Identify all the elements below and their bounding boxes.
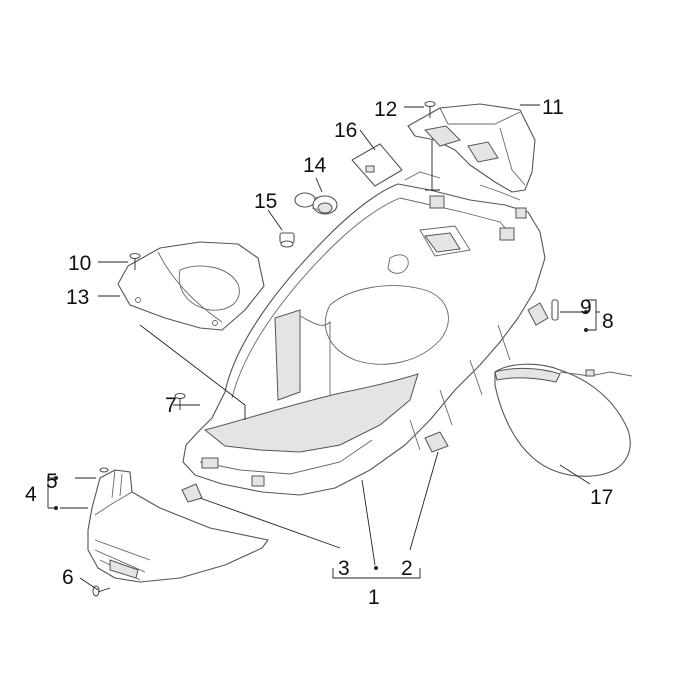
callout-1: 1 bbox=[368, 586, 380, 609]
callout-4: 4 bbox=[25, 483, 37, 506]
latch-clip bbox=[527, 299, 559, 326]
callout-9: 9 bbox=[580, 296, 592, 319]
callout-16: 16 bbox=[334, 119, 357, 142]
callout-6: 6 bbox=[62, 566, 74, 589]
seat-cover bbox=[117, 241, 265, 331]
clip-nut-2 bbox=[424, 431, 449, 453]
leader-lines bbox=[47, 104, 600, 591]
callout-2: 2 bbox=[401, 557, 413, 580]
clip-nut-3 bbox=[181, 483, 203, 503]
screw-12 bbox=[424, 100, 436, 118]
helmet-compartment-body bbox=[182, 171, 546, 496]
callout-7: 7 bbox=[165, 394, 177, 417]
rear-cover bbox=[407, 103, 536, 193]
screw-7 bbox=[174, 392, 186, 410]
callout-11: 11 bbox=[542, 96, 564, 119]
callout-8: 8 bbox=[602, 310, 614, 333]
callout-17: 17 bbox=[590, 486, 613, 509]
callout-10: 10 bbox=[68, 252, 91, 275]
screw-6 bbox=[92, 585, 111, 597]
front-grille-cover bbox=[87, 469, 269, 583]
small-lid bbox=[351, 143, 403, 187]
helmet-liner bbox=[494, 363, 633, 477]
stud-screw bbox=[279, 232, 295, 248]
callout-3: 3 bbox=[338, 557, 350, 580]
callout-5: 5 bbox=[46, 470, 58, 493]
callout-14: 14 bbox=[303, 154, 327, 177]
callout-12: 12 bbox=[374, 98, 397, 121]
screw-5 bbox=[99, 467, 109, 473]
callout-15: 15 bbox=[254, 190, 277, 213]
screw-10 bbox=[129, 252, 141, 270]
callout-13: 13 bbox=[66, 286, 89, 309]
power-socket bbox=[294, 192, 338, 215]
